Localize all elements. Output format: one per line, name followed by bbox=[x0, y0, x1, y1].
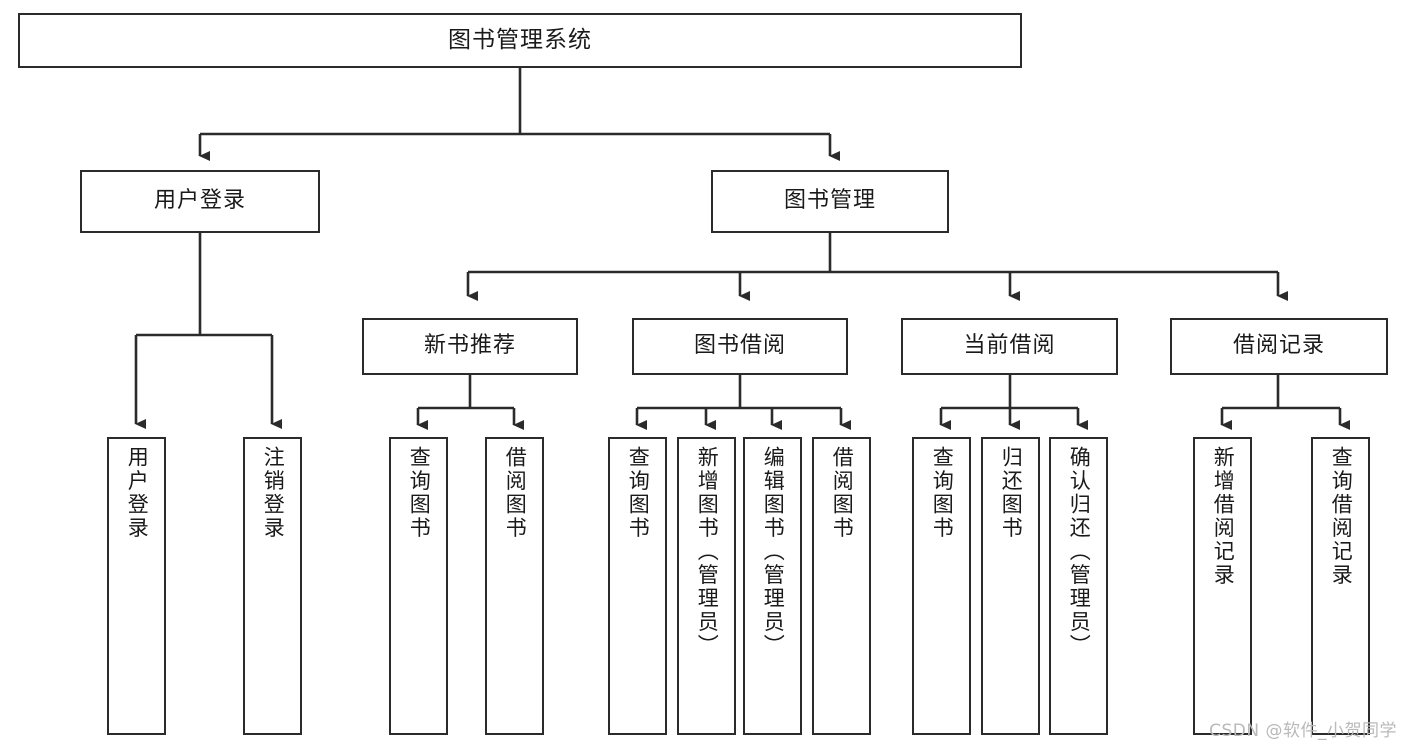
node-label: 查询图书 bbox=[407, 446, 432, 540]
node-label: 用户登录 bbox=[125, 446, 150, 540]
leaf-borrow-borrow-book[interactable]: 借阅图书 bbox=[812, 437, 871, 735]
node-label: 借阅图书 bbox=[503, 446, 528, 540]
node-label: 借阅记录 bbox=[1232, 333, 1325, 359]
node-label: 图书管理 bbox=[783, 188, 876, 214]
leaf-recommend-borrow-book[interactable]: 借阅图书 bbox=[485, 437, 544, 735]
node-root-system[interactable]: 图书管理系统 bbox=[18, 13, 1022, 68]
node-label: 当前借阅 bbox=[963, 333, 1056, 359]
leaf-record-add-record[interactable]: 新增借阅记录 bbox=[1193, 437, 1252, 735]
node-new-book-recommend[interactable]: 新书推荐 bbox=[362, 318, 578, 375]
node-label: 借阅图书 bbox=[830, 446, 855, 540]
leaf-borrow-edit-book-admin[interactable]: 编辑图书（管理员） bbox=[743, 437, 802, 735]
node-user-login[interactable]: 用户登录 bbox=[80, 170, 320, 233]
node-label: 新书推荐 bbox=[423, 333, 516, 359]
node-label: 注销登录 bbox=[261, 446, 286, 540]
leaf-current-query-book[interactable]: 查询图书 bbox=[912, 437, 971, 735]
leaf-user-login-logout[interactable]: 注销登录 bbox=[243, 437, 302, 735]
node-book-borrow[interactable]: 图书借阅 bbox=[632, 318, 848, 375]
leaf-current-confirm-return-admin[interactable]: 确认归还（管理员） bbox=[1049, 437, 1108, 735]
node-label: 确认归还（管理员） bbox=[1067, 446, 1092, 658]
leaf-record-query-record[interactable]: 查询借阅记录 bbox=[1311, 437, 1370, 735]
node-label: 查询图书 bbox=[930, 446, 955, 540]
node-label: 新增图书（管理员） bbox=[695, 446, 720, 658]
node-borrow-record[interactable]: 借阅记录 bbox=[1170, 318, 1388, 375]
node-label: 归还图书 bbox=[999, 446, 1024, 540]
leaf-borrow-query-book[interactable]: 查询图书 bbox=[608, 437, 667, 735]
node-label: 查询借阅记录 bbox=[1329, 446, 1354, 587]
node-label: 查询图书 bbox=[626, 446, 651, 540]
leaf-recommend-query-book[interactable]: 查询图书 bbox=[389, 437, 448, 735]
node-current-borrow[interactable]: 当前借阅 bbox=[901, 318, 1118, 375]
node-label: 图书管理系统 bbox=[448, 26, 592, 53]
node-label: 编辑图书（管理员） bbox=[761, 446, 786, 658]
node-label: 新增借阅记录 bbox=[1211, 446, 1236, 587]
leaf-current-return-book[interactable]: 归还图书 bbox=[981, 437, 1040, 735]
node-label: 图书借阅 bbox=[693, 333, 786, 359]
leaf-borrow-add-book-admin[interactable]: 新增图书（管理员） bbox=[677, 437, 736, 735]
node-book-management[interactable]: 图书管理 bbox=[711, 170, 949, 233]
leaf-user-login-login[interactable]: 用户登录 bbox=[107, 437, 166, 735]
node-label: 用户登录 bbox=[153, 188, 246, 214]
watermark-text: CSDN @软件_小贺同学 bbox=[1209, 721, 1397, 741]
